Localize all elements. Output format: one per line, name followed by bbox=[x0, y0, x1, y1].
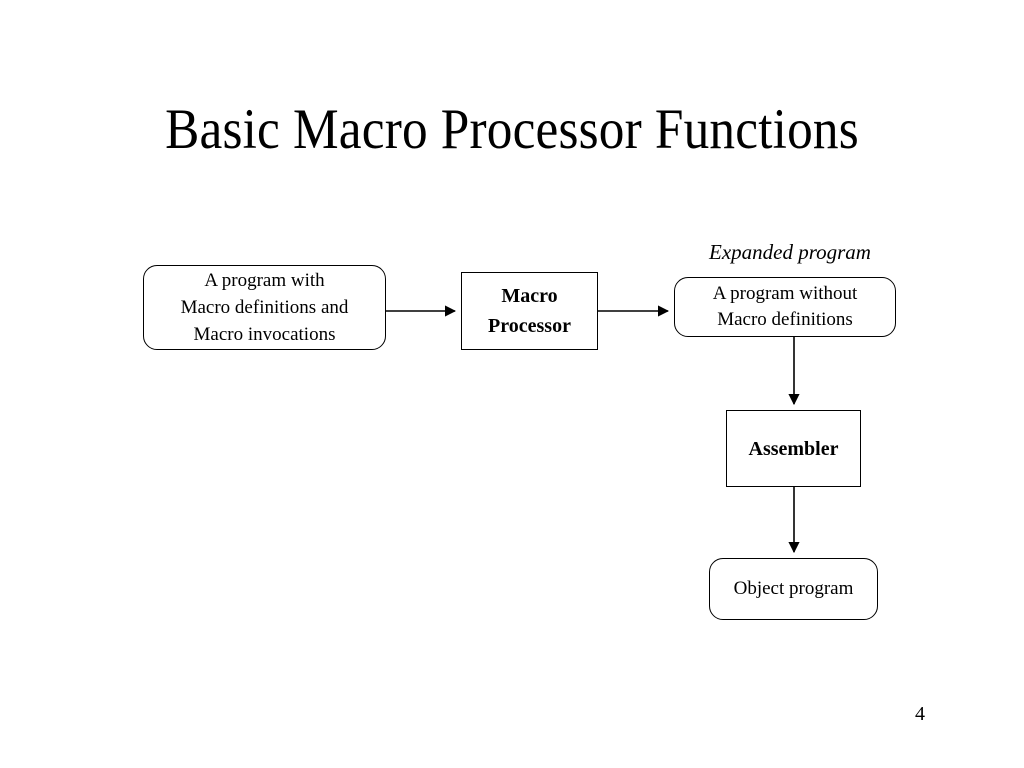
diagram-node-macro-processor[interactable]: Macro Processor bbox=[461, 272, 598, 350]
page-title: Basic Macro Processor Functions bbox=[165, 98, 859, 161]
diagram-node-input-program[interactable]: A program with Macro definitions and Mac… bbox=[143, 265, 386, 350]
diagram-node-object-program[interactable]: Object program bbox=[709, 558, 878, 620]
diagram-node-object-program-label: Object program bbox=[733, 578, 854, 599]
diagram-node-expanded-program-label: A program without Macro definitions bbox=[712, 283, 858, 330]
diagram-node-macro-processor-label: Macro Processor bbox=[488, 285, 571, 337]
diagram-node-assembler-label: Assembler bbox=[748, 437, 839, 460]
diagram-node-expanded-program[interactable]: A program without Macro definitions bbox=[674, 277, 896, 337]
diagram-node-input-program-label: A program with Macro definitions and Mac… bbox=[180, 270, 349, 345]
caption-expanded-program: Expanded program bbox=[709, 240, 871, 264]
diagram-node-assembler[interactable]: Assembler bbox=[726, 410, 861, 487]
page-number: 4 bbox=[915, 703, 925, 725]
